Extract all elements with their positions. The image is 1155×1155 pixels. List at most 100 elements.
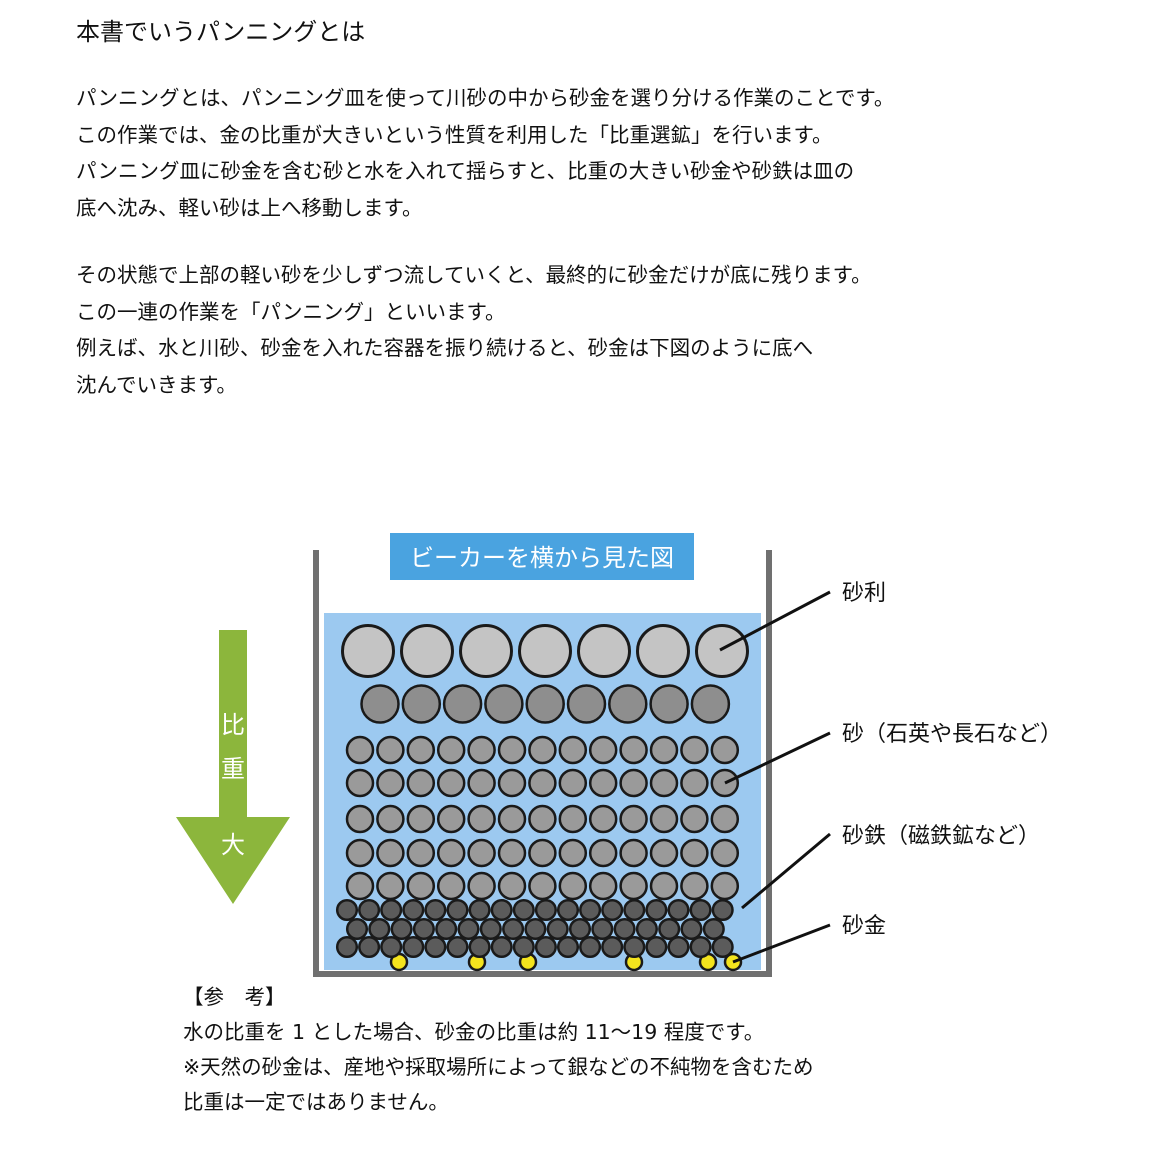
iron-sand-particle <box>457 917 480 941</box>
paragraph-line: 底へ沈み、軽い砂は上へ移動します。 <box>76 195 423 220</box>
sand-particle <box>649 768 679 798</box>
iron-sand-particle <box>711 898 734 922</box>
sand-particle <box>467 804 496 834</box>
diagram-title-box <box>390 533 694 580</box>
paragraph-line: 沈んでいきます。 <box>76 372 237 397</box>
sand-particle <box>528 804 557 834</box>
sand-particle <box>680 735 709 765</box>
iron-sand-particle <box>568 917 592 941</box>
iron-sand-particle <box>613 917 636 941</box>
iron-sand-particle <box>424 935 447 959</box>
sand-particle <box>619 838 648 868</box>
sand-particle <box>558 768 588 798</box>
sand-particle <box>497 735 527 765</box>
gravel-particle <box>577 624 631 678</box>
sand-particle <box>442 684 483 724</box>
sand-particle <box>406 735 436 765</box>
note-line: ※天然の砂金は、産地や採取場所によって銀などの不純物を含むため <box>183 1055 814 1079</box>
leader-line-sand <box>724 731 831 785</box>
sand-particle <box>619 768 648 798</box>
note-line: 比重は一定ではありません。 <box>183 1090 449 1114</box>
particle-layers <box>335 624 749 972</box>
sand-particle <box>558 804 588 834</box>
iron-sand-particle <box>512 935 535 959</box>
iron-sand-particle <box>579 935 602 959</box>
iron-sand-particle <box>380 935 403 959</box>
sand-particle <box>710 768 740 798</box>
iron-sand-particle <box>534 898 557 922</box>
intro-paragraph-2: その状態で上部の軽い砂を少しずつ流していくと、最終的に砂金だけが底に残ります。 … <box>76 257 872 403</box>
iron-sand-particle <box>635 917 658 941</box>
sand-particle <box>649 735 679 765</box>
sand-particle <box>436 804 466 834</box>
sand-particle <box>436 768 466 798</box>
sand-particle <box>558 735 588 765</box>
sand-particle <box>497 838 527 868</box>
diagram-title: ビーカーを横から見た図 <box>410 544 674 572</box>
label-iron-sand: 砂鉄（磁鉄鉱など） <box>842 824 1040 849</box>
sand-particle <box>649 871 679 901</box>
sand-particle <box>360 684 400 724</box>
sand-particle <box>649 684 689 724</box>
sand-particle <box>376 768 405 798</box>
sand-particle <box>401 684 442 724</box>
sand-particle <box>680 871 709 901</box>
sand-particle <box>619 804 648 834</box>
gravel-particle <box>341 624 395 678</box>
sand-particle <box>566 684 607 724</box>
iron-sand-particle <box>546 917 569 941</box>
sand-particle <box>376 735 405 765</box>
label-sand: 砂（石英や長石など） <box>842 722 1062 747</box>
sand-particle <box>467 735 496 765</box>
paragraph-line: その状態で上部の軽い砂を少しずつ流していくと、最終的に砂金だけが底に残ります。 <box>76 263 872 287</box>
sand-particle <box>497 768 527 798</box>
iron-sand-particle <box>645 935 668 959</box>
iron-sand-particle <box>711 935 734 959</box>
sand-particle <box>649 804 679 834</box>
sand-particle <box>528 871 557 901</box>
sand-particle <box>649 838 679 868</box>
sand-particle <box>467 871 496 901</box>
sand-particle <box>558 871 588 901</box>
paragraph-line: この作業では、金の比重が大きいという性質を利用した「比重選鉱」を行います。 <box>76 122 833 147</box>
iron-sand-particle <box>335 935 359 959</box>
sand-particle <box>528 768 557 798</box>
sand-particle <box>376 838 405 868</box>
iron-sand-particle <box>390 917 413 941</box>
sand-particle <box>619 871 648 901</box>
iron-sand-particle <box>556 935 580 959</box>
iron-sand-particle <box>556 898 580 922</box>
iron-sand-particle <box>601 898 624 922</box>
leader-lines <box>719 590 831 964</box>
iron-sand-particle <box>645 898 668 922</box>
gravel-particle <box>518 624 572 678</box>
iron-sand-particle <box>601 935 624 959</box>
iron-sand-particle <box>402 898 425 922</box>
sand-particle <box>436 735 466 765</box>
iron-sand-particle <box>490 898 513 922</box>
iron-sand-particle <box>579 898 602 922</box>
sand-particle <box>588 735 618 765</box>
arrow-char-1: 比 <box>221 711 245 739</box>
note-line: 水の比重を 1 とした場合、砂金の比重は約 11～19 程度です。 <box>183 1020 765 1044</box>
gravel-particle <box>400 624 454 678</box>
sand-particle <box>680 768 709 798</box>
gravel-particle <box>695 624 749 678</box>
sand-particle <box>406 804 436 834</box>
sand-particle <box>376 871 405 901</box>
sand-particle <box>525 684 565 724</box>
intro-paragraph-1: パンニングとは、パンニング皿を使って川砂の中から砂金を選り分ける作業のことです。… <box>76 80 894 226</box>
iron-sand-particle <box>623 898 646 922</box>
iron-sand-particle <box>658 917 681 941</box>
sand-particle <box>345 871 375 901</box>
iron-sand-particle <box>591 917 614 941</box>
sand-particle <box>345 735 375 765</box>
sand-particle <box>376 804 405 834</box>
sand-particle <box>436 838 466 868</box>
sand-particle <box>710 804 740 834</box>
sand-particle <box>467 838 496 868</box>
sand-particle <box>619 735 648 765</box>
iron-sand-particle <box>468 898 491 922</box>
sand-particle <box>528 838 557 868</box>
sand-particle <box>588 804 618 834</box>
